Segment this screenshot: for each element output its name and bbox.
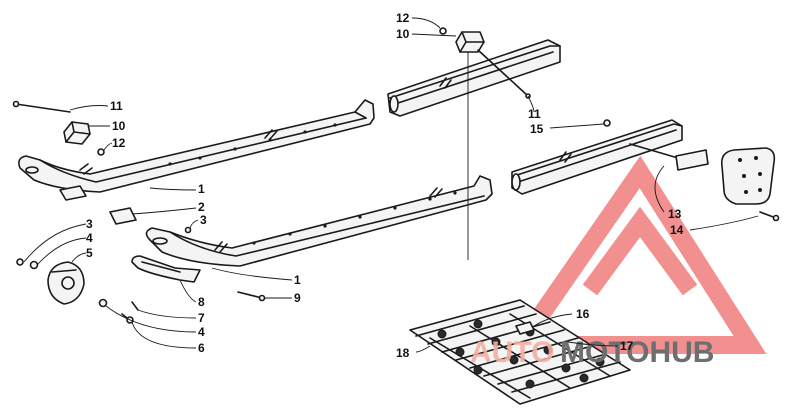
callout-18: 18: [396, 346, 410, 360]
rail-left: [18, 99, 375, 193]
callout-13: 13: [668, 207, 682, 221]
cross-shaft-upper: [387, 39, 561, 117]
callout-10-top: 10: [396, 27, 410, 41]
rail-right: [145, 175, 493, 267]
bolt-14: [759, 211, 780, 222]
washer-lower-left: [98, 298, 108, 308]
bolt-7: [131, 301, 139, 311]
track-clip: [515, 321, 535, 335]
callout-1-right: 1: [294, 273, 301, 287]
nut-mid: [184, 226, 192, 234]
callout-12-left: 12: [112, 136, 126, 150]
cross-shaft-rear: [511, 119, 683, 195]
nut-upper-left: [97, 148, 105, 156]
callout-7: 7: [198, 311, 205, 325]
bolt-9: [237, 291, 266, 302]
callout-6: 6: [198, 341, 205, 355]
callout-16: 16: [576, 307, 590, 321]
watermark-text-a: AUTO: [470, 336, 554, 369]
callout-1-left: 1: [198, 182, 205, 196]
bracket-top-center: [455, 31, 485, 53]
callout-8: 8: [198, 295, 205, 309]
callout-4-left: 4: [86, 231, 93, 245]
callout-10-left: 10: [112, 119, 126, 133]
callout-9: 9: [294, 291, 301, 305]
callout-2: 2: [198, 200, 205, 214]
rod-rear: [629, 143, 709, 171]
callout-17: 17: [620, 339, 634, 353]
track: [409, 299, 631, 405]
tensioner-plate: [720, 147, 776, 205]
callout-15: 15: [530, 122, 544, 136]
watermark-logo: [502, 155, 767, 354]
washer-bolt-left: [16, 258, 39, 270]
callout-11-top: 11: [528, 107, 541, 121]
bolt-lower-left: [121, 313, 134, 324]
wheel-bracket: [47, 261, 85, 305]
washer-rear: [603, 119, 611, 127]
wear-bar: [131, 255, 201, 283]
nut-top-center: [439, 27, 447, 35]
bracket-upper-left: [63, 121, 91, 145]
callout-4-lower: 4: [198, 325, 205, 339]
callout-3-left: 3: [86, 217, 93, 231]
callout-11-left: 11: [110, 99, 123, 113]
watermark-text-b: MOTOHUB: [560, 336, 714, 369]
callout-14: 14: [670, 223, 684, 237]
callout-labels: 11 10 12 1 2 3 4 5 3 1 9 8 7 4 6 12 10 1…: [86, 11, 684, 360]
callout-3-mid: 3: [200, 213, 207, 227]
spacer-tubes: [59, 185, 137, 225]
callout-12-top: 12: [396, 11, 410, 25]
callout-5: 5: [86, 246, 93, 260]
bolt-upper-left: [12, 100, 71, 113]
leader-lines: [23, 17, 759, 353]
